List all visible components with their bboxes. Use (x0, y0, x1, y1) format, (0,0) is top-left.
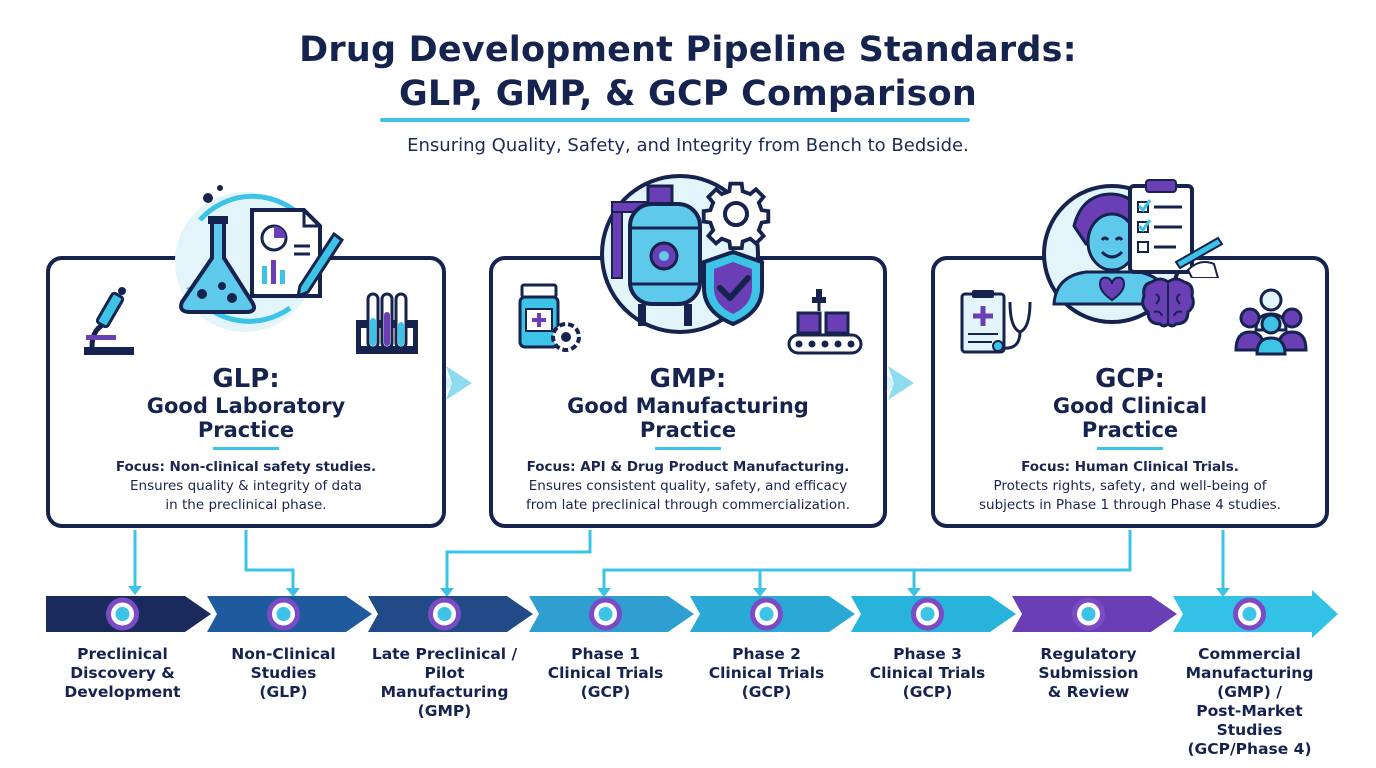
stage-label-line: Late Preclinical / (371, 645, 518, 663)
glp-card-name-line1: Good Laboratory (146, 394, 346, 418)
gcp-card-abbr: GCP: (1095, 364, 1165, 394)
connector-glp-nonclinical (244, 530, 295, 590)
gcp-card-focus: Focus: Human Clinical Trials. (1021, 459, 1239, 475)
glp-card-desc-line1: Ensures quality & integrity of data (130, 478, 362, 494)
gmp-card-name-line1: Good Manufacturing (567, 394, 809, 418)
stage-label-line: Clinical Trials (708, 664, 825, 682)
pipeline-node-dot (920, 607, 935, 621)
page-subtitle: Ensuring Quality, Safety, and Integrity … (407, 135, 969, 156)
page-title-line-2: GLP, GMP, & GCP Comparison (398, 74, 978, 114)
gcp-card-rule (1097, 447, 1163, 450)
gmp-card-rule (655, 447, 721, 450)
pipeline-node-dot (598, 607, 613, 621)
gmp-card-abbr: GMP: (649, 364, 727, 394)
connector-gcp-phases (602, 530, 1132, 590)
stage-label-line: Clinical Trials (547, 664, 664, 682)
arrowhead-5 (753, 588, 767, 597)
stage-label-line: Non-Clinical (231, 645, 336, 663)
microscope-icon (78, 285, 138, 357)
gear-icon (700, 178, 772, 250)
arrowhead-2 (286, 588, 300, 597)
stage-label-line: (GCP) (741, 683, 792, 701)
stage-label-line: & Review (1047, 683, 1130, 701)
stage-label-line: (GLP) (259, 683, 308, 701)
stage-label-line: Post-Market Studies (1196, 702, 1303, 739)
title-underline (380, 118, 970, 122)
glp-card-focus: Focus: Non-clinical safety studies. (115, 459, 377, 475)
medicine-bottle-gear-icon (516, 283, 586, 357)
stage-label-line: Development (64, 683, 181, 701)
gmp-card-desc-line1: Ensures consistent quality, safety, and … (528, 478, 848, 494)
arrowhead-1 (128, 586, 142, 595)
stage-label-line: Commercial (1198, 645, 1301, 663)
stage-label-line: Submission (1038, 664, 1139, 682)
arrowhead-7 (1216, 588, 1230, 597)
pipeline-node-dot (1242, 607, 1257, 621)
glp-card-name-line2: Practice (197, 418, 295, 442)
glp-card-abbr: GLP: (212, 364, 280, 394)
stage-label: Late Preclinical /Pilot Manufacturing(GM… (360, 645, 530, 721)
stage-label-line: Phase 2 (732, 645, 801, 663)
arrowhead-4 (597, 588, 611, 597)
pipeline-node-dot (1081, 607, 1096, 621)
pipeline-node-dot (437, 607, 452, 621)
gcp-card-name-line1: Good Clinical (1052, 394, 1208, 418)
stage-label-line: (GCP) (902, 683, 953, 701)
stage-label-line: Studies (250, 664, 317, 682)
test-tubes-icon (352, 290, 422, 356)
stage-label-line: Regulatory (1040, 645, 1137, 663)
stage-label-line: Clinical Trials (869, 664, 986, 682)
pipeline-node-dot (759, 607, 774, 621)
stage-label-line: Phase 1 (571, 645, 640, 663)
pipeline-node-dot (115, 607, 130, 621)
stage-label-line: Preclinical (77, 645, 168, 663)
glp-card-desc-line2: in the preclinical phase. (165, 497, 327, 513)
shield-check-icon (700, 248, 766, 328)
gcp-card-desc-line1: Protects rights, safety, and well-being … (993, 478, 1267, 494)
brain-icon (1140, 276, 1196, 330)
gmp-card-desc-line2: from late preclinical through commercial… (525, 497, 851, 513)
stage-label-line: Phase 3 (893, 645, 962, 663)
medical-chart-stethoscope-icon (958, 288, 1036, 358)
stage-label-line: (GCP) (580, 683, 631, 701)
stage-label-line: Pilot Manufacturing (380, 664, 509, 701)
gcp-card-name-line2: Practice (1081, 418, 1179, 442)
conveyor-belt-icon (786, 287, 864, 357)
pipeline-node-dot (276, 607, 291, 621)
group-people-icon (1234, 284, 1308, 356)
clipboard-checklist-icon (1126, 178, 1226, 278)
stage-label-line: (GMP) (417, 702, 472, 720)
gmp-card-focus: Focus: API & Drug Product Manufacturing. (526, 459, 850, 475)
arrowhead-6 (907, 588, 921, 597)
page-title-line-1: Drug Development Pipeline Standards: (299, 30, 1077, 70)
gmp-card-name-line2: Practice (639, 418, 737, 442)
connector-gmp-late-preclinical (445, 530, 592, 590)
arrowhead-3 (440, 588, 454, 597)
stage-label-line: Discovery & (70, 664, 175, 682)
stage-label-line: (GCP/Phase 4) (1187, 740, 1312, 758)
report-pen-icon (248, 206, 348, 301)
stage-label-line: Manufacturing (GMP) / (1185, 664, 1314, 701)
gcp-card-desc-line2: subjects in Phase 1 through Phase 4 stud… (979, 497, 1281, 513)
glp-card-rule (213, 447, 279, 450)
